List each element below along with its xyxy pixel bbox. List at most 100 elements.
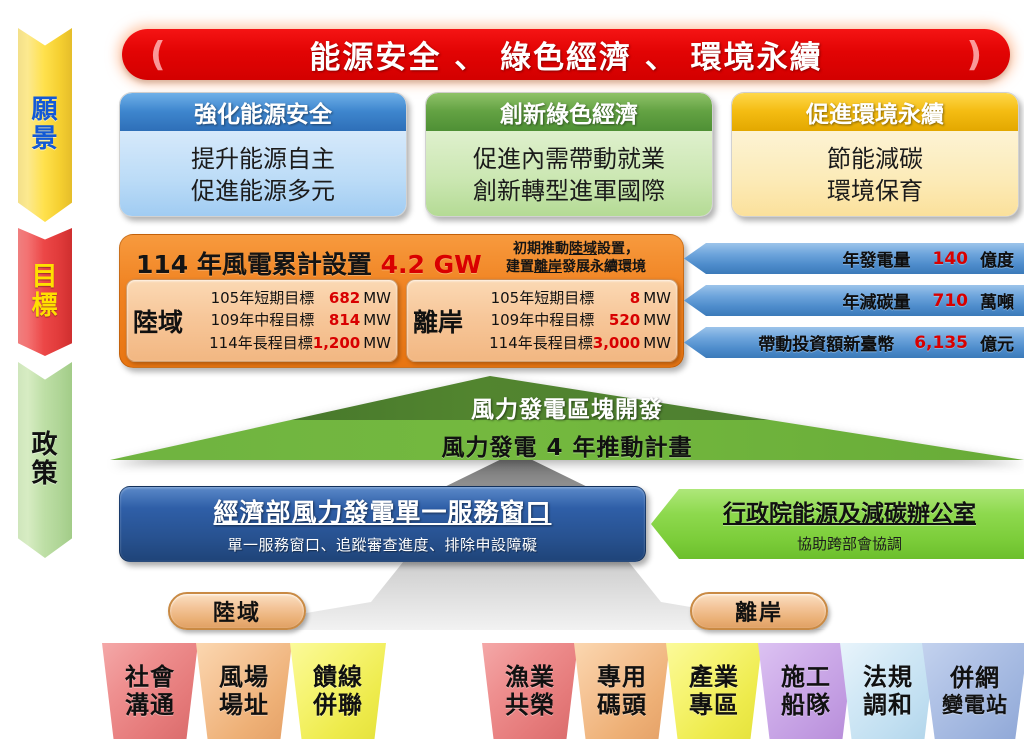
target-box-onshore: 陸域 105年短期目標 682 MW 109年中程目標 814 MW 114年長… xyxy=(126,279,398,362)
item-line-2: 變電站 xyxy=(942,692,1008,717)
result-label: 帶動投資額新臺幣 xyxy=(758,335,895,355)
item-line-2: 溝通 xyxy=(125,691,175,719)
vision-card-energy-security: 強化能源安全 提升能源自主 促進能源多元 xyxy=(119,92,407,217)
stage-arrow-target-char2: 標 xyxy=(31,291,59,321)
pill-onshore-label: 陸域 xyxy=(212,601,261,626)
stage-arrow-target-char1: 目 xyxy=(31,261,59,292)
result-unit: 萬噸 xyxy=(980,293,1014,313)
pill-onshore: 陸域 xyxy=(168,592,306,630)
item-line-2: 併聯 xyxy=(313,691,363,719)
item-line-1: 產業 xyxy=(689,662,739,691)
target-title-prefix: 114 年風電累計設置 xyxy=(136,250,381,279)
policy-box-moea-window[interactable]: 經濟部風力發電單一服務窗口 單一服務窗口、追蹤審查進度、排除申設障礙 xyxy=(119,486,646,562)
stage-arrow-vision: 願 景 xyxy=(18,28,72,222)
target-title-unit: GW xyxy=(424,250,482,279)
result-arrow-annual-generation: 年發電量 140 億度 xyxy=(684,243,1024,274)
target-row-value: 8 xyxy=(629,288,641,307)
item-offshore-port[interactable]: 專用 碼頭 xyxy=(574,643,670,739)
target-row-unit: MW xyxy=(363,333,391,352)
banner-title: 能源安全 、 綠色經濟 、 環境永續 xyxy=(309,40,823,76)
target-row-value: 1,200 xyxy=(312,333,361,352)
vision-card-body: 促進內需帶動就業 創新轉型進軍國際 xyxy=(426,131,712,216)
vision-card-green-economy: 創新綠色經濟 促進內需帶動就業 創新轉型進軍國際 xyxy=(425,92,713,217)
target-row-name: 105年短期目標 xyxy=(490,288,595,307)
policy-blue-title: 經濟部風力發電單一服務窗口 xyxy=(213,498,552,527)
item-line-1: 漁業 xyxy=(505,662,555,691)
item-offshore-regulation[interactable]: 法規 調和 xyxy=(840,643,936,739)
vision-card-header: 強化能源安全 xyxy=(120,93,406,131)
item-line-2: 共榮 xyxy=(505,691,555,719)
result-label: 年發電量 xyxy=(842,251,911,271)
result-value: 140 xyxy=(932,248,969,269)
target-row-name: 109年中程目標 xyxy=(490,311,595,330)
policy-green-title: 行政院能源及減碳辦公室 xyxy=(723,501,976,527)
item-line-2: 場址 xyxy=(219,691,269,719)
target-row: 105年短期目標 682 MW xyxy=(189,287,391,310)
target-note: 初期推動陸域設置， 建置離岸發展永續環境 xyxy=(481,240,671,277)
item-offshore-industry-zone[interactable]: 產業 專區 xyxy=(666,643,762,739)
item-line-1: 社會 xyxy=(125,662,175,691)
item-line-2: 專區 xyxy=(689,691,739,719)
target-box-offshore: 離岸 105年短期目標 8 MW 109年中程目標 520 MW 114年長程目… xyxy=(406,279,678,362)
policy-box-executive-yuan-office[interactable]: 行政院能源及減碳辦公室 協助跨部會協調 xyxy=(651,489,1024,559)
vision-card-environment: 促進環境永續 節能減碳 環境保育 xyxy=(731,92,1019,217)
note-1b: 設置， xyxy=(597,241,639,257)
stage-arrow-policy: 政 策 xyxy=(18,362,72,558)
target-box-rows: 105年短期目標 682 MW 109年中程目標 814 MW 114年長程目標… xyxy=(189,287,391,355)
target-box-label: 陸域 xyxy=(133,307,184,337)
target-row-unit: MW xyxy=(363,288,391,307)
target-row-value: 814 xyxy=(328,311,361,330)
target-title-value: 4.2 xyxy=(380,250,425,279)
target-row-value: 520 xyxy=(608,311,641,330)
item-offshore-substation[interactable]: 併網 變電站 xyxy=(922,643,1024,739)
item-onshore-grid[interactable]: 饋線 併聯 xyxy=(290,643,386,739)
vision-card-line-2: 促進能源多元 xyxy=(191,176,335,205)
result-value: 710 xyxy=(932,290,969,311)
policy-blue-subtitle: 單一服務窗口、追蹤審查進度、排除申設障礙 xyxy=(227,536,538,554)
target-title: 114 年風電累計設置 4.2 GW xyxy=(136,245,482,281)
vision-card-line-1: 提升能源自主 xyxy=(191,144,335,173)
target-note-line-1: 初期推動陸域設置， xyxy=(481,240,671,258)
main-banner: ( 能源安全 、 綠色經濟 、 環境永續 ) xyxy=(122,29,1010,80)
item-line-2: 調和 xyxy=(863,691,913,719)
item-offshore-vessels[interactable]: 施工 船隊 xyxy=(758,643,854,739)
target-row-unit: MW xyxy=(643,311,671,330)
stage-arrow-target: 目 標 xyxy=(18,228,72,356)
note-2a: 建置 xyxy=(506,259,534,276)
target-box-label: 離岸 xyxy=(413,307,464,337)
target-row: 114年長程目標 3,000 MW xyxy=(469,332,671,355)
target-row-name: 114年長程目標 xyxy=(209,333,313,352)
note-2b: 發展永續環境 xyxy=(562,259,646,276)
vision-card-line-1: 促進內需帶動就業 xyxy=(473,144,665,173)
item-line-1: 風場 xyxy=(219,662,269,691)
result-value: 6,135 xyxy=(914,332,968,353)
vision-card-body: 提升能源自主 促進能源多元 xyxy=(120,131,406,216)
item-onshore-social[interactable]: 社會 溝通 xyxy=(102,643,198,739)
triangle-line-1: 風力發電區塊開發 xyxy=(471,397,663,423)
target-row: 105年短期目標 8 MW xyxy=(469,287,671,310)
item-line-1: 併網 xyxy=(950,664,1000,693)
target-row: 109年中程目標 520 MW xyxy=(469,309,671,332)
item-line-1: 饋線 xyxy=(313,662,363,691)
vision-card-header: 創新綠色經濟 xyxy=(426,93,712,131)
result-label: 年減碳量 xyxy=(842,293,911,313)
item-line-2: 船隊 xyxy=(781,691,831,719)
note-1a: 初期推動 xyxy=(513,241,569,257)
target-row: 109年中程目標 814 MW xyxy=(189,309,391,332)
item-line-1: 專用 xyxy=(597,662,647,691)
target-row: 114年長程目標 1,200 MW xyxy=(189,332,391,355)
item-onshore-site[interactable]: 風場 場址 xyxy=(196,643,292,739)
result-arrow-carbon-reduction: 年減碳量 710 萬噸 xyxy=(684,285,1024,316)
item-offshore-fishery[interactable]: 漁業 共榮 xyxy=(482,643,578,739)
target-box-rows: 105年短期目標 8 MW 109年中程目標 520 MW 114年長程目標 3… xyxy=(469,287,671,355)
target-row-name: 109年中程目標 xyxy=(210,311,315,330)
item-line-2: 碼頭 xyxy=(597,691,647,719)
result-arrow-investment: 帶動投資額新臺幣 6,135 億元 xyxy=(684,327,1024,358)
target-note-line-2: 建置離岸發展永續環境 xyxy=(481,258,671,276)
right-paren-decoration: ) xyxy=(966,34,982,75)
target-panel-header: 114 年風電累計設置 4.2 GW 初期推動陸域設置， 建置離岸發展永續環境 xyxy=(126,240,677,280)
item-line-1: 法規 xyxy=(863,662,913,691)
vision-card-body: 節能減碳 環境保育 xyxy=(732,131,1018,216)
result-unit: 億度 xyxy=(980,251,1014,271)
